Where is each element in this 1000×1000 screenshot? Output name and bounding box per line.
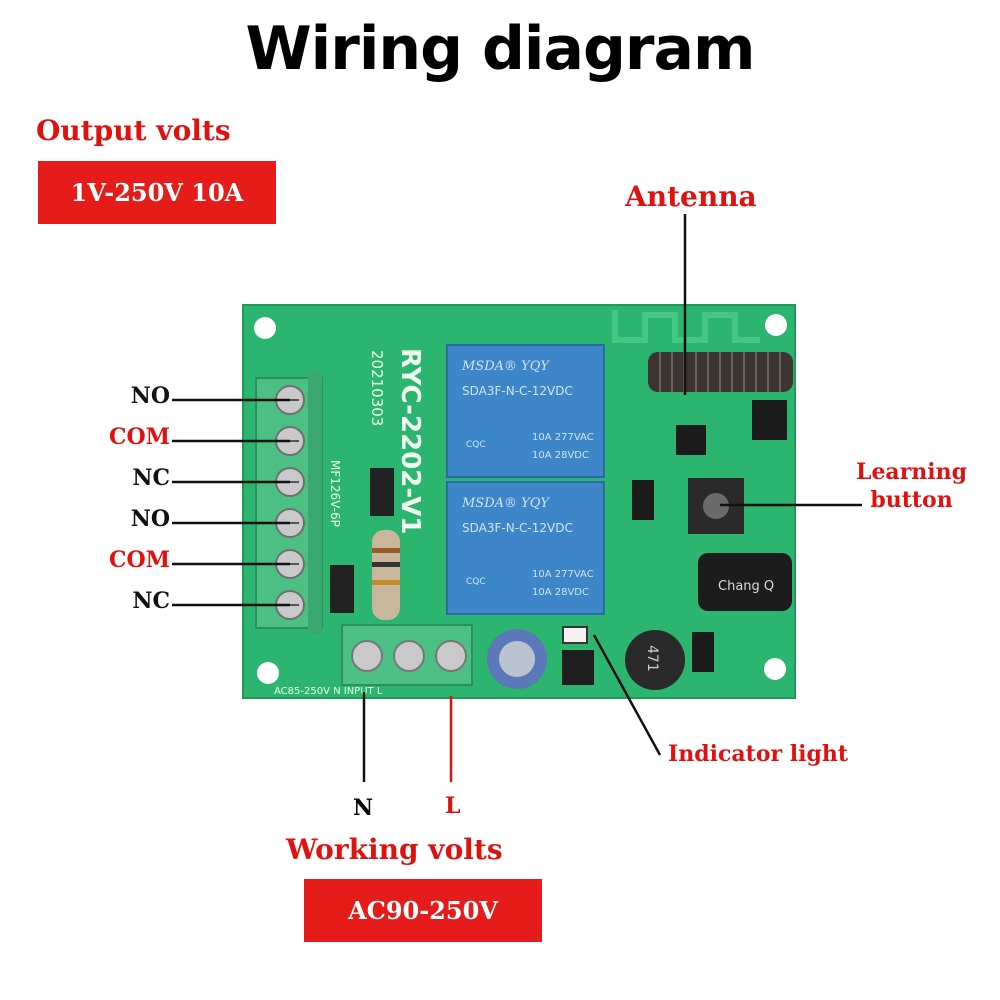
ic-regulator bbox=[676, 425, 706, 455]
inductor bbox=[625, 630, 685, 690]
board-model-text: RYC-2202-V1 bbox=[395, 348, 425, 534]
input-n-label: N bbox=[353, 795, 374, 821]
relay-1 bbox=[446, 481, 605, 615]
board-date-text: 20210303 bbox=[368, 350, 386, 426]
ic-chip bbox=[752, 400, 787, 440]
indicator-light-label: Indicator light bbox=[668, 741, 849, 767]
input-side-text: AC85-250V N INPUT L bbox=[274, 686, 383, 697]
diagram-title: Wiring diagram bbox=[245, 14, 755, 84]
output-terminal-label: COM bbox=[108, 547, 170, 573]
terminal-block-edge bbox=[308, 372, 322, 634]
output-terminal-label: NC bbox=[132, 588, 170, 614]
inductor-text: 471 bbox=[644, 645, 660, 672]
output-volts-value: 1V-250V 10A bbox=[38, 161, 276, 224]
learning-button-cap bbox=[703, 493, 729, 519]
diode-dp2 bbox=[330, 565, 354, 613]
relay-2 bbox=[446, 344, 605, 478]
mounting-hole bbox=[764, 658, 786, 680]
relay2-cert: CQC bbox=[466, 440, 486, 450]
relay2-rating2: 10A 28VDC bbox=[532, 450, 589, 461]
diode-d1 bbox=[370, 468, 394, 516]
output-terminal-label: NC bbox=[132, 465, 170, 491]
relay2-model: SDA3F-N-C-12VDC bbox=[462, 384, 573, 398]
output-terminal-label: COM bbox=[108, 424, 170, 450]
mosfet bbox=[562, 650, 594, 685]
relay2-brand: MSDA® YQY bbox=[461, 359, 550, 374]
learning-button-label: Learning button bbox=[855, 459, 968, 513]
working-volts-label: Working volts bbox=[286, 833, 503, 866]
antenna-label: Antenna bbox=[625, 180, 757, 213]
relay2-rating1: 10A 277VAC bbox=[532, 432, 594, 443]
mounting-hole bbox=[257, 662, 279, 684]
pcb-antenna-trace bbox=[612, 310, 760, 343]
resistor bbox=[372, 530, 400, 620]
relay1-brand: MSDA® YQY bbox=[461, 496, 550, 511]
capacitor-large bbox=[698, 553, 792, 611]
input-l-label: L bbox=[445, 793, 461, 819]
output-terminal-label: NO bbox=[130, 506, 170, 532]
relay1-model: SDA3F-N-C-12VDC bbox=[462, 521, 573, 535]
relay1-cert: CQC bbox=[466, 577, 486, 587]
capacitor-brand-text: Chang Q bbox=[718, 579, 774, 594]
output-volts-label: Output volts bbox=[36, 114, 231, 147]
relay1-rating2: 10A 28VDC bbox=[532, 587, 589, 598]
diode-d5 bbox=[632, 480, 654, 520]
relay1-rating1: 10A 277VAC bbox=[532, 569, 594, 580]
working-volts-value: AC90-250V bbox=[304, 879, 542, 942]
mounting-hole bbox=[765, 314, 787, 336]
indicator-led bbox=[562, 626, 588, 644]
terminal-code-text: MF126V-6P bbox=[328, 460, 342, 527]
indicator-leader-line bbox=[592, 634, 662, 756]
diode-d4 bbox=[692, 632, 714, 672]
mounting-hole bbox=[254, 317, 276, 339]
output-terminal-label: NO bbox=[130, 383, 170, 409]
